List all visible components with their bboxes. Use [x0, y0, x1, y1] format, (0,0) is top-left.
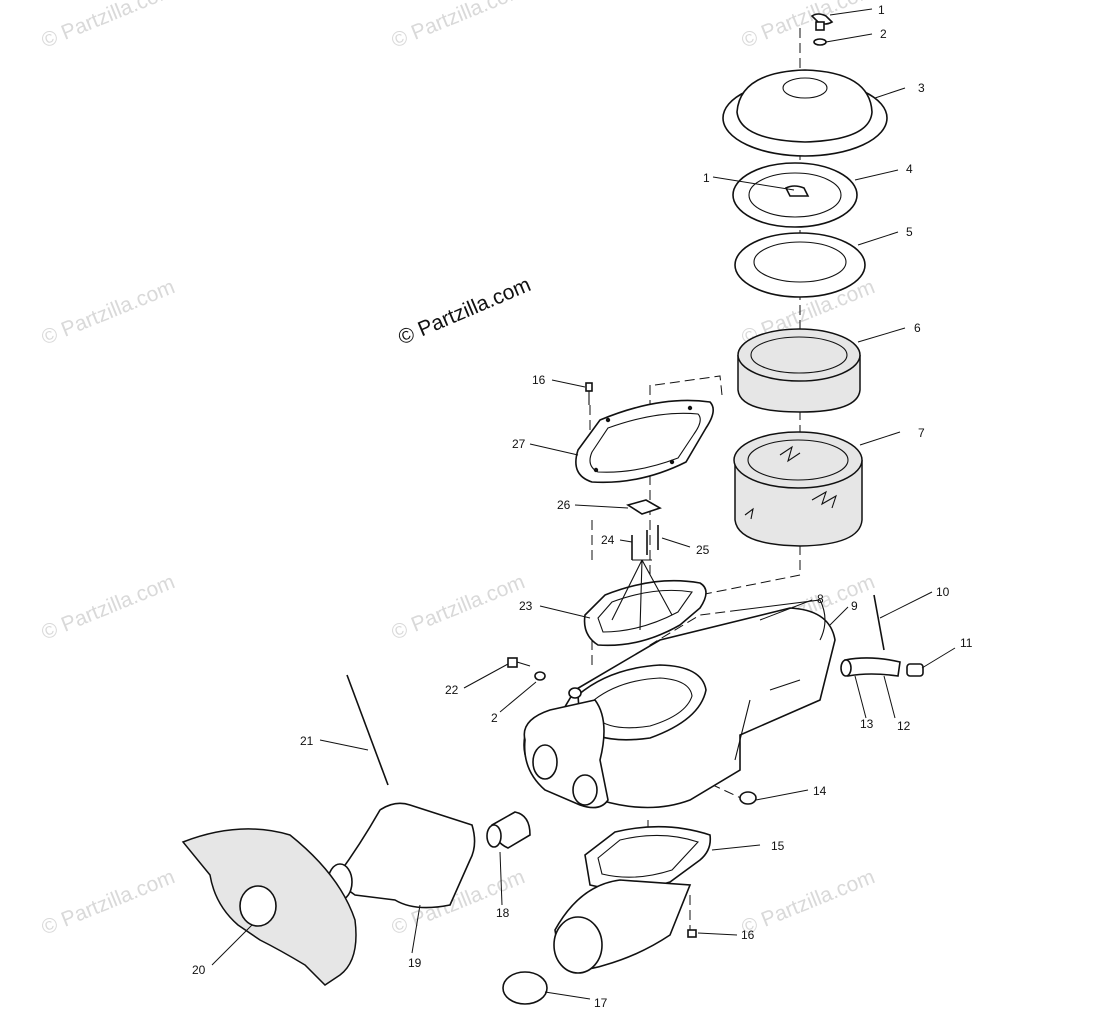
- callout-16b: 16: [741, 928, 755, 942]
- filter-bracket: [583, 559, 707, 647]
- air-box-housing: [523, 599, 836, 809]
- small-plate: [626, 499, 662, 515]
- screw-top: [585, 382, 593, 405]
- screw-bottom: [687, 929, 697, 938]
- intake-boot: [327, 802, 476, 909]
- callout-13: 13: [860, 717, 874, 731]
- air-box-cover: [722, 69, 888, 157]
- callout-26: 26: [557, 498, 571, 512]
- callout-21: 21: [300, 734, 314, 748]
- callout-7: 7: [918, 426, 925, 440]
- filter-plate: [732, 162, 858, 228]
- callout-2: 2: [880, 27, 887, 41]
- callout-3: 3: [918, 81, 925, 95]
- lower-gasket: [584, 825, 712, 891]
- callout-6: 6: [914, 321, 921, 335]
- filter-gasket: [734, 232, 866, 298]
- watermark: © Partzilla.com: [738, 0, 878, 53]
- callout-8: 8: [817, 592, 824, 606]
- lower-intake-duct: [553, 879, 692, 974]
- studs: [631, 525, 659, 560]
- watermark: © Partzilla.com: [38, 570, 178, 644]
- callout-labels: 1 2 3 1 4 5 6 7 16 27 26 24 25 23 8 9 10…: [192, 3, 973, 1010]
- callout-4: 4: [906, 162, 913, 176]
- watermark: © Partzilla.com: [38, 275, 178, 349]
- callout-11: 11: [960, 636, 973, 650]
- callout-15: 15: [771, 839, 785, 853]
- pre-filter: [737, 328, 861, 413]
- foam-shield: [181, 828, 357, 986]
- vent-hose: [840, 657, 901, 677]
- hose-cap: [906, 663, 924, 677]
- callout-16: 16: [532, 373, 546, 387]
- wing-nut-top: [810, 13, 834, 31]
- callout-1: 1: [878, 3, 885, 17]
- watermark: © Partzilla.com: [388, 570, 528, 644]
- watermark: © Partzilla.com: [38, 865, 178, 939]
- coupler: [486, 811, 531, 849]
- watermark: © Partzilla.com: [738, 865, 878, 939]
- callout-19: 19: [408, 956, 422, 970]
- grommet: [739, 791, 757, 805]
- washer-side: [534, 671, 546, 681]
- washer-top: [813, 38, 827, 46]
- watermark: © Partzilla.com: [38, 0, 178, 53]
- callout-5: 5: [906, 225, 913, 239]
- callout-10: 10: [936, 585, 950, 599]
- main-filter: [733, 431, 863, 547]
- bolt-side: [507, 657, 531, 668]
- callout-9: 9: [851, 599, 858, 613]
- hose-clamp: [502, 971, 548, 1005]
- callout-1b: 1: [703, 171, 710, 185]
- adapter-gasket: [575, 399, 714, 484]
- threaded-rod: [346, 674, 389, 786]
- leader-lines: [211, 8, 956, 1000]
- callout-24: 24: [601, 533, 615, 547]
- long-rod: [873, 594, 885, 651]
- callout-23: 23: [519, 599, 533, 613]
- main-watermark: © Partzilla.com: [395, 273, 534, 349]
- callout-2b: 2: [491, 711, 498, 725]
- callout-25: 25: [696, 543, 710, 557]
- callout-22: 22: [445, 683, 459, 697]
- watermark: © Partzilla.com: [388, 0, 528, 53]
- callout-12: 12: [897, 719, 911, 733]
- callout-14: 14: [813, 784, 827, 798]
- callout-27: 27: [512, 437, 526, 451]
- callout-18: 18: [496, 906, 510, 920]
- callout-17: 17: [594, 996, 608, 1010]
- callout-20: 20: [192, 963, 206, 977]
